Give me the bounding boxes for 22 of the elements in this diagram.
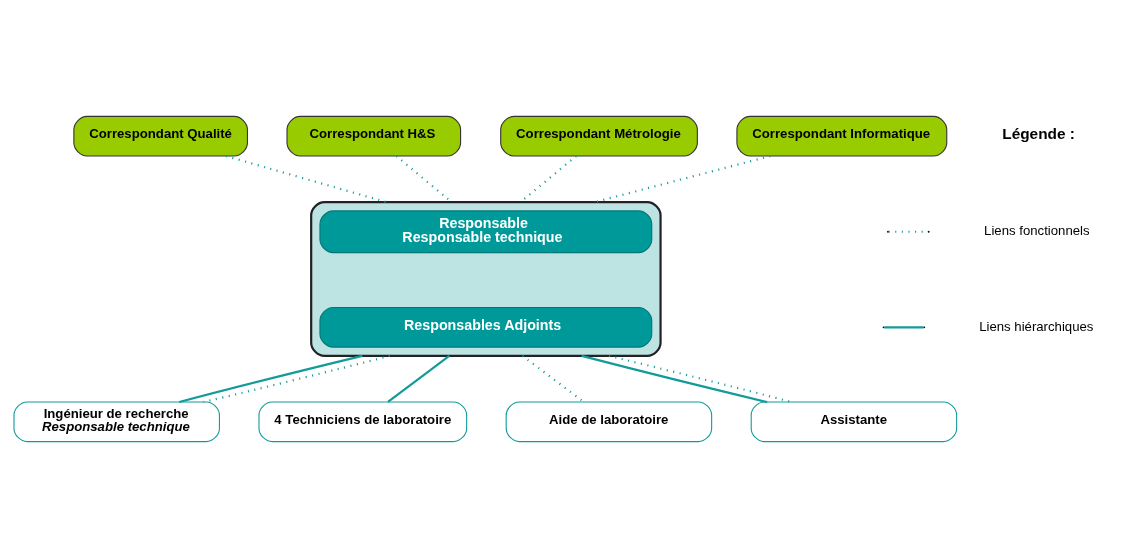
connector [581,354,768,403]
node-box: Responsable Responsable technique [319,209,653,253]
node-box: Correspondant Métrologie [500,115,698,156]
connector [225,154,387,203]
connector [203,354,390,403]
connector [594,154,771,203]
node-box: Responsables Adjoints [319,306,653,348]
node-box: Aide de laboratoire [505,401,713,442]
connector [521,354,585,403]
node-box: Assistante [750,401,958,442]
connector [387,354,450,403]
label: Légende : [1002,124,1075,142]
node-box: Correspondant Qualité [73,115,248,156]
connector [608,354,792,403]
node-box: 4 Techniciens de laboratoire [258,401,468,442]
node-box: Correspondant Informatique [736,115,948,156]
connector [178,354,363,403]
legend-label: Liens hiérarchiques [979,318,1094,334]
node-box: Correspondant H&S [286,115,462,156]
node-box: Ingénieur de recherche Responsable technique [13,401,220,442]
cluster [310,200,662,357]
legend-label: Liens fonctionnels [984,222,1090,238]
